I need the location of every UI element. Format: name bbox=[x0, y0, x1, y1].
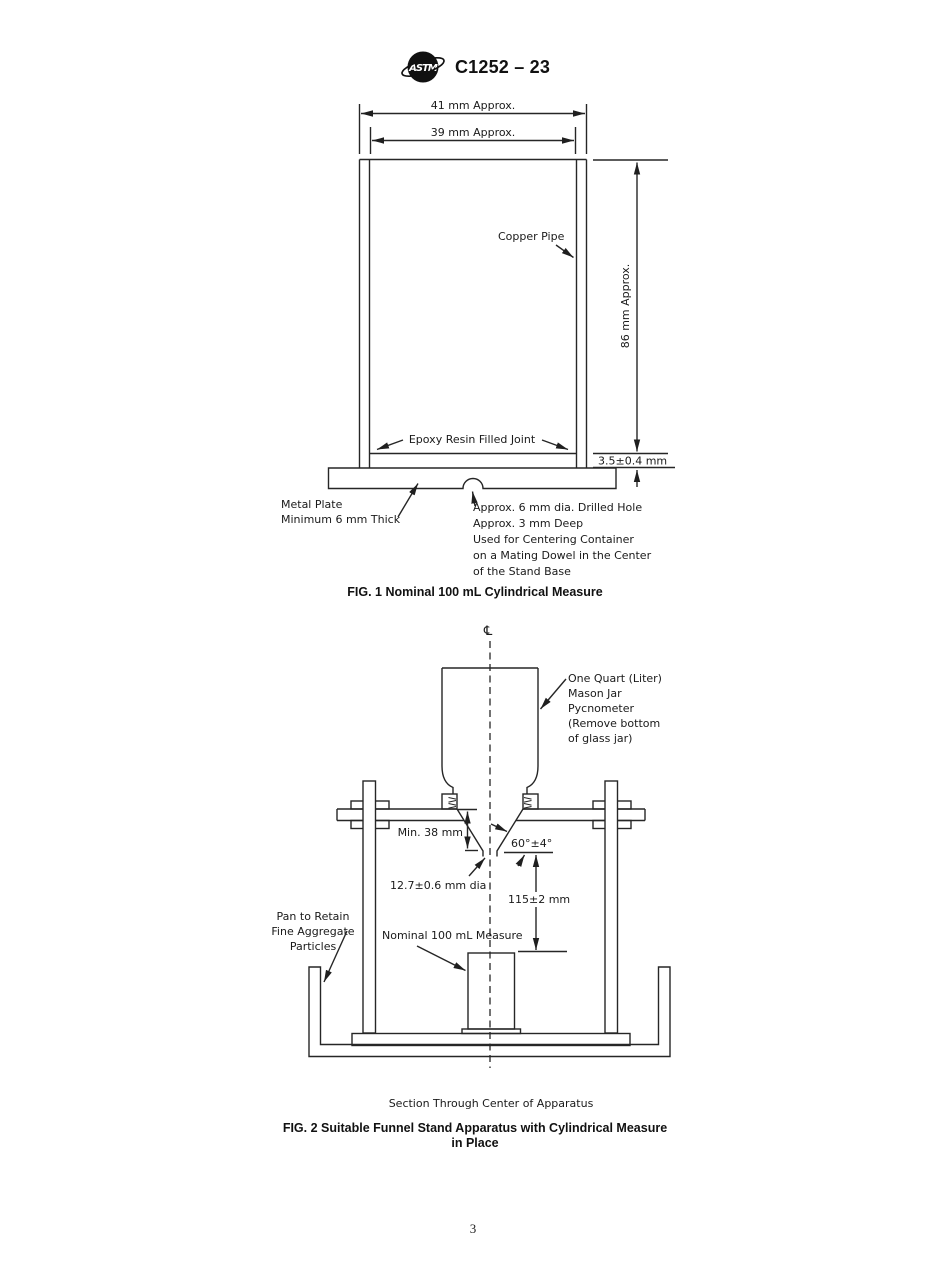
astm-logo-globe bbox=[407, 51, 439, 83]
fig2-left-rod bbox=[362, 780, 377, 1034]
fig2-caption: FIG. 2 Suitable Funnel Stand Apparatus w… bbox=[0, 1121, 950, 1151]
fig2-right-rod bbox=[604, 780, 619, 1034]
drilled-hole-label-2: Approx. 3 mm Deep bbox=[473, 517, 583, 530]
dim-joint-label: 3.5±0.4 mm bbox=[598, 455, 667, 468]
jar-threads-left bbox=[448, 797, 457, 809]
jar-label-5: of glass jar) bbox=[568, 732, 632, 745]
fig2-jar-callout: One Quart (Liter) Mason Jar Pycnometer (… bbox=[539, 672, 662, 745]
jar-label-4: (Remove bottom bbox=[568, 717, 660, 730]
fig2-section-note: Section Through Center of Apparatus bbox=[388, 1097, 594, 1110]
dim-angle-label: 60°±4° bbox=[511, 837, 552, 850]
jar-label-2: Mason Jar bbox=[568, 687, 622, 700]
metal-plate-label-1: Metal Plate bbox=[281, 498, 343, 511]
jar-collar-left bbox=[441, 793, 458, 810]
fig2-mason-jar bbox=[441, 667, 539, 810]
centerline-symbol: ℄ bbox=[483, 624, 493, 639]
jar-label-3: Pycnometer bbox=[568, 702, 634, 715]
fig1-dim-39mm: 39 mm Approx. bbox=[369, 126, 577, 154]
astm-logo-text: ASTM bbox=[408, 63, 438, 74]
fig1-dim-86mm: 86 mm Approx. bbox=[593, 159, 668, 452]
dim-86mm-label: 86 mm Approx. bbox=[619, 264, 632, 349]
drilled-hole-label-4: on a Mating Dowel in the Center bbox=[473, 549, 652, 562]
astm-logo: ASTM bbox=[401, 51, 445, 83]
jar-label-1: One Quart (Liter) bbox=[568, 672, 662, 685]
fig2-pan bbox=[308, 966, 671, 1058]
fig1-drawing: 41 mm Approx. 39 mm Approx. bbox=[281, 99, 675, 578]
fig2-support-bar bbox=[336, 808, 646, 822]
measure-label: Nominal 100 mL Measure bbox=[382, 929, 523, 942]
fig2-measure bbox=[461, 952, 522, 1035]
document-number: C1252 – 23 bbox=[454, 56, 551, 77]
metal-plate-label-2: Minimum 6 mm Thick bbox=[281, 513, 401, 526]
pan-label-2: Fine Aggregate bbox=[271, 925, 354, 938]
fig2-dim-drop: 115±2 mm bbox=[508, 855, 570, 953]
fig1-cylinder bbox=[358, 158, 588, 468]
fig1-metal-plate-callout: Metal Plate Minimum 6 mm Thick bbox=[281, 483, 419, 526]
pan-label-3: Particles bbox=[290, 940, 337, 953]
fig2-caption-line1: FIG. 2 Suitable Funnel Stand Apparatus w… bbox=[282, 1121, 668, 1135]
fig2-drawing: ℄ bbox=[271, 624, 671, 1068]
fig2-caption-line2: in Place bbox=[451, 1136, 499, 1150]
page-header: ASTM C1252 – 23 bbox=[0, 46, 950, 88]
fig2-measure-callout: Nominal 100 mL Measure bbox=[382, 929, 523, 972]
fig1-base-plate bbox=[327, 467, 617, 490]
drilled-hole-label-5: of the Stand Base bbox=[473, 565, 571, 578]
fig1-dim-41mm: 41 mm Approx. bbox=[358, 99, 588, 154]
drilled-hole-label-3: Used for Centering Container bbox=[473, 533, 634, 546]
jar-collar-right bbox=[522, 793, 539, 810]
fig2-dim-angle: 60°±4° bbox=[490, 823, 553, 867]
fig1-dim-joint: 3.5±0.4 mm bbox=[593, 452, 675, 487]
fig2-orifice-callout: 12.7±0.6 mm dia bbox=[390, 857, 486, 892]
dim-drop-label: 115±2 mm bbox=[508, 893, 570, 906]
fig2-pan-callout: Pan to Retain Fine Aggregate Particles bbox=[271, 910, 355, 983]
dim-39mm-label: 39 mm Approx. bbox=[431, 126, 516, 139]
copper-pipe-label: Copper Pipe bbox=[498, 230, 565, 243]
pan-label-1: Pan to Retain bbox=[277, 910, 350, 923]
fig1-drilled-hole-callout: Approx. 6 mm dia. Drilled Hole Approx. 3… bbox=[471, 491, 652, 578]
drilled-hole-label-1: Approx. 6 mm dia. Drilled Hole bbox=[473, 501, 642, 514]
dim-41mm-label: 41 mm Approx. bbox=[431, 99, 516, 112]
fig1-copper-pipe-callout: Copper Pipe bbox=[498, 230, 574, 259]
fig1-caption: FIG. 1 Nominal 100 mL Cylindrical Measur… bbox=[347, 585, 603, 599]
astm-logo-orbit bbox=[401, 56, 445, 78]
dim-orifice-label: 12.7±0.6 mm dia bbox=[390, 879, 486, 892]
page-number: 3 bbox=[469, 1221, 477, 1236]
fig2-base-plate bbox=[351, 1032, 631, 1047]
fig2-dim-min38: Min. 38 mm bbox=[398, 808, 478, 852]
fig1-epoxy-callout: Epoxy Resin Filled Joint bbox=[376, 433, 569, 451]
jar-threads-right bbox=[523, 797, 532, 809]
dim-min38-label: Min. 38 mm bbox=[398, 826, 463, 839]
epoxy-joint-label: Epoxy Resin Filled Joint bbox=[409, 433, 536, 446]
